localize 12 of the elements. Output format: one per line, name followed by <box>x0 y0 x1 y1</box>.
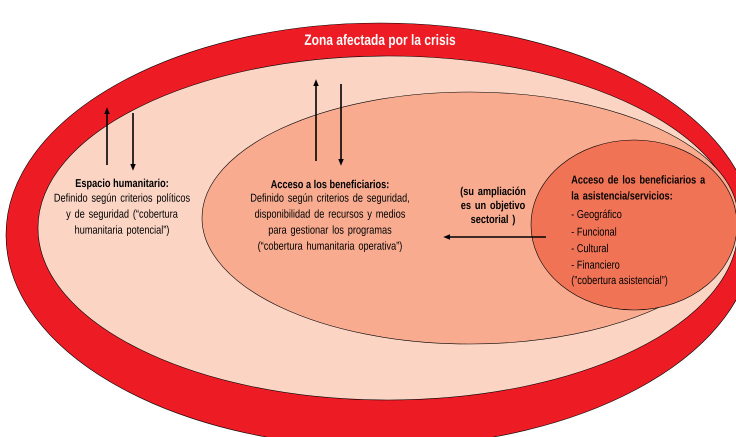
list-item: - Geográfico <box>572 210 622 220</box>
list-item: - Funcional <box>572 227 616 236</box>
zone-title: Zona afectada por la crisis <box>304 34 456 48</box>
heading: Acceso de los beneficiarios a la asistencia/servicios: <box>571 175 706 200</box>
heading: Acceso a los beneficiarios: <box>270 180 388 188</box>
heading: Espacio humanitario: <box>76 178 168 190</box>
list-item: - Cultural <box>572 244 608 252</box>
list-item: (”cobertura asistencial”) <box>572 276 668 286</box>
description: Definido según criterios de seguridad, disponibilidad de recursos y medios para gestionar los programas (“cobertura humanitaria operativa”) <box>250 193 409 252</box>
description: Definido según criterios políticos y de seguridad (“cobertura humanitaria potencial”) <box>54 193 190 236</box>
assistance-ellipse <box>530 140 736 310</box>
list-item: - Financiero <box>572 260 620 269</box>
